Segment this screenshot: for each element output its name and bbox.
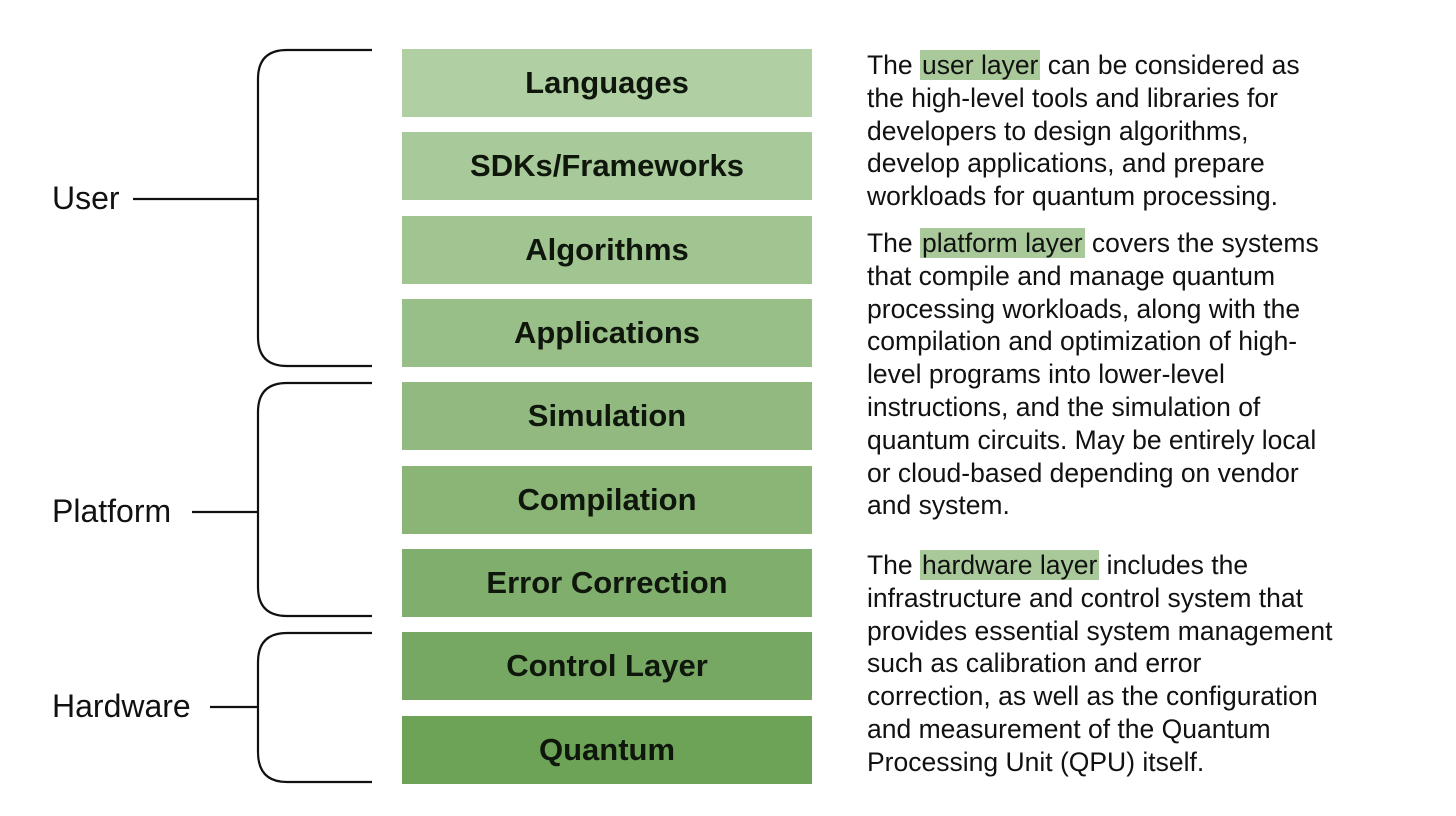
layer-applications: Applications	[402, 299, 812, 367]
layer-algorithms: Algorithms	[402, 216, 812, 284]
layer-sdks-frameworks: SDKs/Frameworks	[402, 132, 812, 200]
highlight-user-layer: user layer	[920, 50, 1041, 80]
highlight-hardware-layer: hardware layer	[920, 550, 1100, 580]
group-label-user: User	[52, 180, 120, 216]
layer-simulation: Simulation	[402, 382, 812, 450]
layer-languages: Languages	[402, 49, 812, 117]
group-label-platform: Platform	[52, 493, 172, 529]
highlight-platform-layer: platform layer	[920, 228, 1085, 258]
layer-quantum: Quantum	[402, 716, 812, 784]
description-user: The user layer can be considered as the …	[867, 50, 1300, 212]
group-label-hardware: Hardware	[52, 688, 191, 724]
bracket-hardware	[256, 631, 372, 784]
layer-error-correction: Error Correction	[402, 549, 812, 617]
layer-compilation: Compilation	[402, 466, 812, 534]
bracket-platform	[256, 381, 372, 618]
bracket-user	[256, 48, 372, 368]
description-platform: The platform layer covers the systems th…	[867, 228, 1319, 521]
description-hardware: The hardware layer includes the infrastr…	[867, 550, 1333, 777]
layer-control-layer: Control Layer	[402, 632, 812, 700]
